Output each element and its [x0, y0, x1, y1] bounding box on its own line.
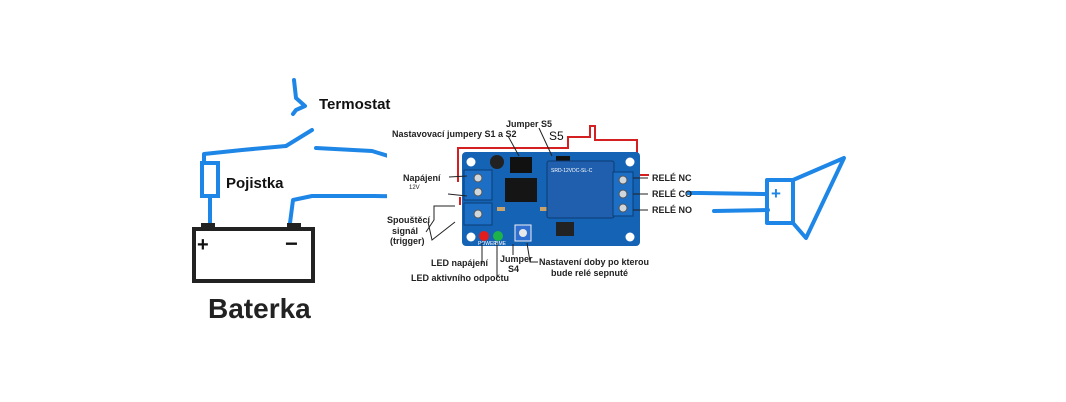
relay-no-label: RELÉ NO [652, 205, 692, 215]
relay-module: SRD-12VDC-SL-C POWER TIME [387, 125, 687, 283]
jumper-headers-s1-s2 [510, 157, 532, 173]
fuse-label: Pojistka [226, 175, 284, 192]
s5-label: S5 [549, 129, 564, 143]
setting-jumpers-label: Nastavovací jumpery S1 a S2 [392, 129, 517, 139]
jumper-s4-label-line2: S4 [508, 264, 519, 274]
thermostat-switch-symbol [291, 78, 307, 116]
countdown-led-label: LED aktivního odpočtu [411, 273, 509, 283]
ic-chip [505, 178, 537, 202]
battery-plus-label: + [197, 234, 209, 256]
trigger-label-line1: Spouštěcí [387, 215, 431, 225]
jumper-s4-label-line1: Jumper [500, 254, 533, 264]
power-led [479, 231, 489, 241]
relay-co-label: RELÉ CO [652, 189, 692, 199]
wire-relay-no-to-horn [712, 208, 770, 213]
time-setting-label-line2: bude relé sepnuté [551, 268, 628, 278]
battery-label: Baterka [208, 293, 311, 324]
trigger-label-line3: (trigger) [390, 236, 425, 246]
power-supply-label: Napájení [403, 173, 441, 183]
battery-minus-label: − [285, 231, 298, 256]
time-setting-label-line1: Nastavení doby po kterou [539, 257, 649, 267]
relay-part-number: SRD-12VDC-SL-C [551, 168, 593, 174]
jumper-s5-label: Jumper S5 [506, 119, 552, 129]
pcb-time-text: TIME [494, 241, 507, 247]
time-led [493, 231, 503, 241]
leader-lines [425, 127, 648, 278]
horn-symbol [765, 156, 846, 240]
pcb-power-text: POWER [478, 241, 497, 247]
thermostat-switch-blade [284, 128, 314, 148]
battery-symbol [192, 223, 315, 283]
buzzer [490, 155, 504, 169]
power-led-label: LED napájení [431, 258, 489, 268]
fuse-symbol [200, 161, 220, 198]
thermostat-label: Termostat [319, 96, 390, 113]
relay-nc-label: RELÉ NC [652, 173, 692, 183]
trigger-label-line2: signál [392, 226, 418, 236]
wire-thermostat-to-fuse [202, 144, 288, 165]
horn-plus-label: + [771, 184, 781, 203]
power-voltage-label: 12V [409, 185, 420, 191]
